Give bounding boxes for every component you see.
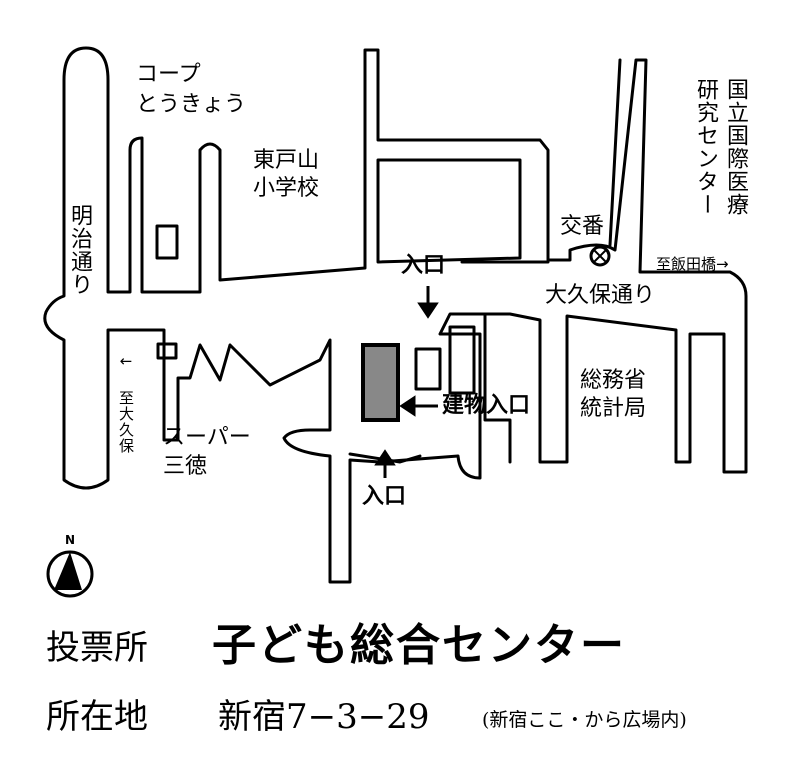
school-label-2: 小学校 <box>253 176 320 201</box>
building-small-2 <box>448 325 476 395</box>
to-iidabashi-label: 至飯田橋→ <box>656 255 729 273</box>
arrow-bottom-head <box>374 449 396 466</box>
arrow-top-head <box>417 302 439 319</box>
coop-label-1: コープ <box>136 62 201 87</box>
address-label: 所在地 <box>46 697 148 737</box>
ncgm-road <box>608 58 622 247</box>
venue-label: 投票所 <box>46 628 148 668</box>
coop-building <box>155 224 179 260</box>
koban-marker <box>589 245 611 267</box>
ncgm-label-col2: 研究センター <box>693 78 718 216</box>
building-small-1 <box>414 347 442 391</box>
to-okubo-label: ← 至大久保 <box>117 352 135 454</box>
soumu-label-1: 総務省 <box>580 368 647 393</box>
path-to-entrance <box>348 452 422 464</box>
top-entrance-label: 入口 <box>401 253 446 278</box>
koban-cross <box>593 249 607 263</box>
school-block-road <box>376 158 522 264</box>
koban-label: 交番 <box>560 214 605 239</box>
meiji-dori-label: 明治通り <box>67 204 92 296</box>
supermarket-building <box>156 342 178 360</box>
school-label-1: 東戸山 <box>253 148 320 173</box>
supermarket-label-1: スーパー <box>163 425 251 450</box>
address-value: 新宿7−3−29 <box>218 697 430 737</box>
supermarket-label-2: 三徳 <box>163 454 208 479</box>
soumu-label-2: 統計局 <box>580 396 647 421</box>
north-arrow-icon <box>46 550 94 598</box>
meiji-dori-road <box>43 46 748 584</box>
bottom-entrance-label: 入口 <box>362 484 407 509</box>
venue-name: 子ども総合センター <box>212 620 626 671</box>
building-entrance-label: 建物入口 <box>442 393 531 418</box>
north-label: N <box>65 533 76 547</box>
venue-building <box>361 343 400 422</box>
arrow-building-head <box>399 395 416 417</box>
okubo-dori-label: 大久保通り <box>545 283 656 308</box>
venue-access-line <box>483 312 512 464</box>
coop-label-2: とうきょう <box>136 92 247 117</box>
ncgm-label-col1: 国立国際医療 <box>723 78 748 216</box>
address-note: (新宿ここ・から広場内) <box>482 709 687 731</box>
